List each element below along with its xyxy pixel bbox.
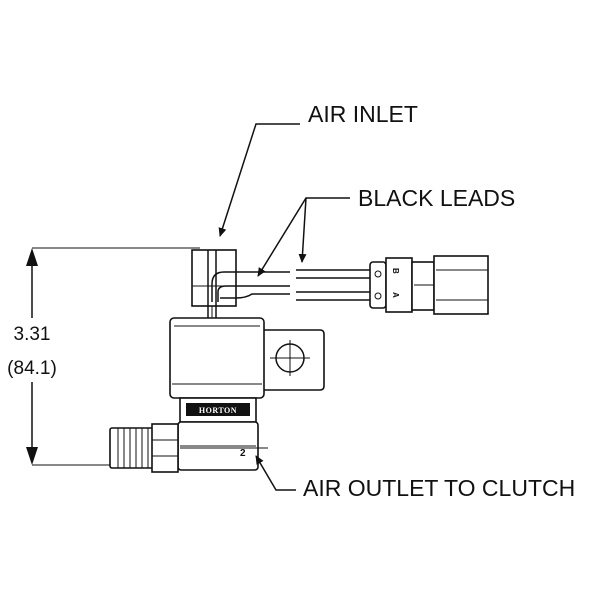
black-leads-label: BLACK LEADS [358,185,515,211]
height-dimension-arrow [26,248,38,465]
valve-body [169,317,265,471]
mounting-bracket [261,329,325,391]
brand-name: HORTON [199,406,237,415]
brand-plate [186,403,250,416]
outlet-fitting [109,423,179,473]
black-leads-leader-2 [298,197,307,263]
pin-a-label: A [391,292,400,298]
air-outlet-leader [255,455,296,491]
pin-b-label: B [391,268,400,274]
dimension-mm: (84.1) [7,358,57,379]
dimension-inches: 3.31 [14,324,51,345]
air-outlet-label: AIR OUTLET TO CLUTCH [303,475,575,501]
port-number: 2 [240,448,246,459]
electrical-connector [369,255,489,315]
dimension-extension-lines [32,247,200,466]
air-inlet-label: AIR INLET [308,101,418,127]
black-leads-wires [211,269,372,302]
air-inlet-leader [218,123,300,237]
